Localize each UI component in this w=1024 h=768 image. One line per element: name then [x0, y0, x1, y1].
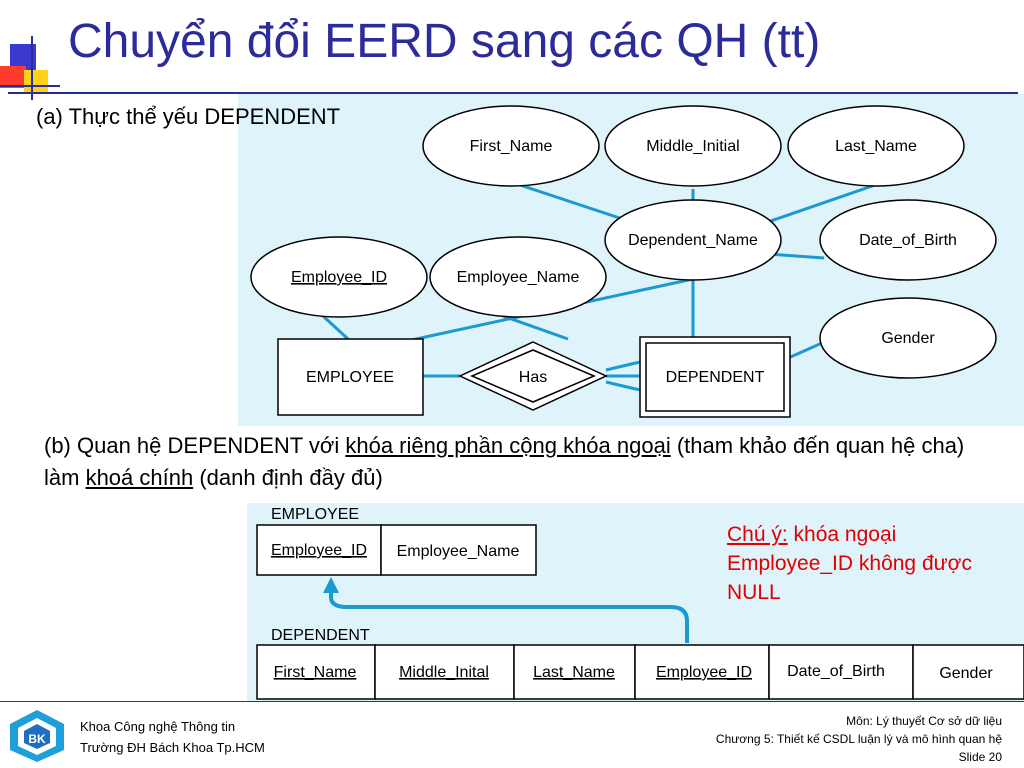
- entity-employee: EMPLOYEE: [306, 369, 394, 386]
- dependent-col-employee-id: Employee_ID: [656, 664, 752, 681]
- bk-logo-text: BK: [28, 732, 46, 746]
- relationship-has: Has: [519, 369, 547, 386]
- attr-gender: Gender: [881, 330, 935, 347]
- er-diagram-weak-entity: First_Name Middle_Initial Last_Name Depe…: [238, 94, 1024, 426]
- employee-col-employee-id: Employee_ID: [271, 542, 367, 559]
- footer-chapter: Chương 5: Thiết kế CSDL luận lý và mô hì…: [715, 732, 1002, 746]
- decorative-squares-icon: [0, 36, 60, 100]
- part-a-caption: (a) Thực thể yếu DEPENDENT: [36, 104, 341, 129]
- table-name-dependent: DEPENDENT: [271, 627, 370, 644]
- attr-employee-id: Employee_ID: [291, 269, 387, 286]
- part-b-caption: (b) Quan hệ DEPENDENT với khóa riêng phầ…: [44, 433, 965, 490]
- table-name-employee: EMPLOYEE: [271, 506, 359, 523]
- footer-right: Môn: Lý thuyết Cơ sở dữ liệu Chương 5: T…: [716, 712, 1002, 766]
- attr-date-of-birth: Date_of_Birth: [859, 232, 957, 249]
- attr-dependent-name: Dependent_Name: [628, 232, 758, 249]
- footer-faculty: Khoa Công nghệ Thông tin: [80, 719, 236, 734]
- footer-university: Trường ĐH Bách Khoa Tp.HCM: [80, 740, 265, 755]
- dependent-col-last-name: Last_Name: [533, 664, 615, 681]
- attr-first-name: First_Name: [470, 138, 553, 155]
- dependent-col-middle-inital: Middle_Inital: [399, 664, 489, 681]
- bk-logo-icon: BK: [10, 710, 64, 762]
- footer-left: Khoa Công nghệ Thông tin Trường ĐH Bách …: [80, 716, 265, 758]
- note-text: Chú ý: khóa ngoại Employee_ID không được…: [727, 523, 972, 604]
- footer-course: Môn: Lý thuyết Cơ sở dữ liệu: [846, 714, 1002, 728]
- title-divider: [8, 92, 1018, 94]
- dependent-col-date-of-birth: Date_of_Birth: [787, 663, 885, 680]
- entity-dependent: DEPENDENT: [666, 369, 765, 386]
- slide-title: Chuyển đổi EERD sang các QH (tt): [68, 15, 821, 68]
- attr-last-name: Last_Name: [835, 138, 917, 155]
- dependent-col-gender: Gender: [939, 665, 993, 682]
- employee-col-employee-name: Employee_Name: [397, 543, 520, 560]
- relational-schema-diagram: EMPLOYEE DEPENDENT Employee_ID Employee_…: [247, 503, 1024, 701]
- footer-divider: [0, 701, 1024, 702]
- footer-slide-number: Slide 20: [958, 750, 1002, 764]
- dependent-col-first-name: First_Name: [274, 664, 357, 681]
- attr-middle-initial: Middle_Initial: [646, 138, 739, 155]
- attr-employee-name: Employee_Name: [457, 269, 580, 286]
